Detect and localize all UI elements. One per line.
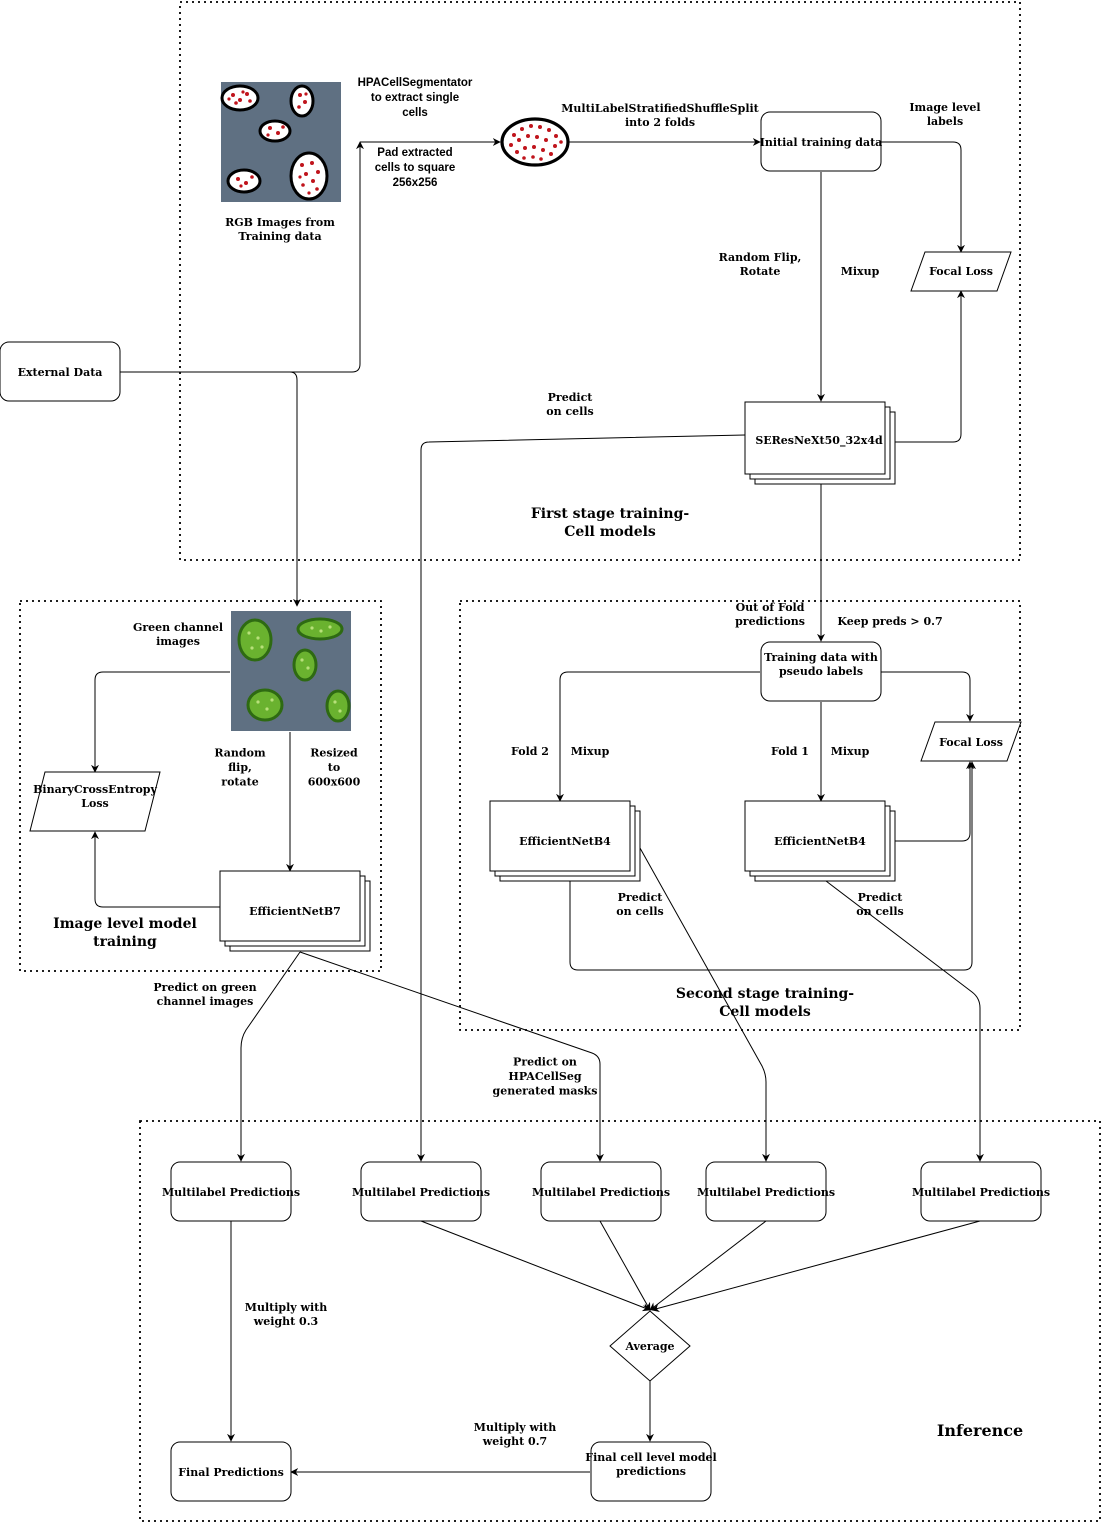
initial-training-label: Initial training data	[760, 136, 883, 149]
multilabel-1-label: Multilabel Predictions	[162, 1186, 300, 1199]
edge-seresnext-to-focal	[893, 290, 965, 443]
edge-pseudo-to-focal-2	[880, 671, 974, 722]
training-pseudo-node[interactable]	[760, 641, 882, 702]
focal-loss-1-label: Focal Loss	[929, 265, 993, 278]
first-stage-group	[179, 1, 1021, 561]
edge-green-to-bce	[91, 671, 230, 773]
effnet-b4-fold2-stack[interactable]	[489, 800, 641, 882]
label-fold-2: Fold 2	[511, 745, 549, 758]
seresnext-label: SEResNeXt50_32x4d	[755, 434, 883, 448]
edge-seresnext-to-multilabel-2	[417, 434, 746, 1162]
multilabel-5-node[interactable]	[920, 1161, 1042, 1222]
final-predictions-node[interactable]	[170, 1441, 292, 1502]
label-fold-1: Fold 1	[771, 745, 809, 758]
edge-pseudo-to-b4-fold2	[556, 671, 760, 802]
effnet-b4-fold2-label: EfficientNetB4	[519, 835, 611, 848]
edge-ml3-to-average	[599, 1220, 651, 1311]
edge-b4-fold1-to-multilabel-5	[825, 880, 984, 1162]
first-stage-title: First stage training-Cell models	[531, 506, 690, 540]
effnet-b7-label: EfficientNetB7	[249, 905, 341, 918]
final-cell-node[interactable]	[590, 1441, 712, 1502]
multilabel-5-label: Multilabel Predictions	[912, 1186, 1050, 1199]
second-stage-title: Second stage training-Cell models	[676, 986, 854, 1020]
label-mixup-3: Mixup	[831, 745, 870, 758]
multilabel-3-label: Multilabel Predictions	[532, 1186, 670, 1199]
seresnext-stack[interactable]	[744, 401, 896, 485]
edge-b4-fold2-to-focal-2	[569, 761, 976, 971]
edge-external-to-green	[120, 371, 301, 607]
final-predictions-label: Final Predictions	[178, 1466, 284, 1479]
inference-group	[139, 1120, 1101, 1522]
focal-loss-1-node[interactable]	[910, 251, 1012, 292]
effnet-b4-fold1-label: EfficientNetB4	[774, 835, 866, 848]
multilabel-1-node[interactable]	[170, 1161, 292, 1222]
second-stage-group	[459, 600, 1021, 1031]
label-keep-preds: Keep preds > 0.7	[837, 615, 942, 628]
multilabel-4-label: Multilabel Predictions	[697, 1186, 835, 1199]
external-data-label: External Data	[18, 366, 103, 379]
rgb-images-thumbnail	[220, 82, 341, 202]
edge-ml2-to-average	[420, 1220, 651, 1312]
label-mixup-1: Mixup	[841, 265, 880, 278]
edge-b4-fold2-to-multilabel-4	[639, 847, 770, 1162]
edge-b7-to-multilabel-1	[237, 951, 301, 1162]
initial-training-node[interactable]	[760, 111, 882, 172]
focal-loss-2-label: Focal Loss	[939, 736, 1003, 749]
effnet-b7-stack[interactable]	[219, 870, 371, 952]
average-label: Average	[624, 1340, 674, 1353]
edge-ml5-to-average	[651, 1220, 981, 1312]
label-random-flip-rotate-1: Random Flip,Rotate	[719, 251, 802, 278]
bce-loss-node[interactable]	[29, 771, 161, 832]
average-node[interactable]	[609, 1310, 691, 1382]
focal-loss-2-node[interactable]	[920, 721, 1022, 762]
multilabel-2-node[interactable]	[360, 1161, 482, 1222]
multilabel-4-node[interactable]	[705, 1161, 827, 1222]
edge-image-labels-to-focal	[880, 141, 965, 253]
edge-b4-fold1-to-focal-2	[895, 761, 974, 842]
edge-ml4-to-average	[649, 1220, 767, 1311]
image-level-group	[19, 600, 382, 972]
edge-b7-to-multilabel-3	[299, 951, 604, 1162]
single-cell-image	[500, 117, 570, 167]
external-data-node[interactable]	[0, 341, 121, 402]
multilabel-3-node[interactable]	[540, 1161, 662, 1222]
effnet-b4-fold1-stack[interactable]	[744, 800, 896, 882]
label-mixup-2: Mixup	[571, 745, 610, 758]
green-channel-thumbnail	[231, 611, 351, 731]
inference-title: Inference	[937, 1421, 1023, 1440]
multilabel-2-label: Multilabel Predictions	[352, 1186, 490, 1199]
edge-b7-to-bce	[91, 831, 220, 908]
edge-external-to-segmenter	[120, 141, 364, 373]
